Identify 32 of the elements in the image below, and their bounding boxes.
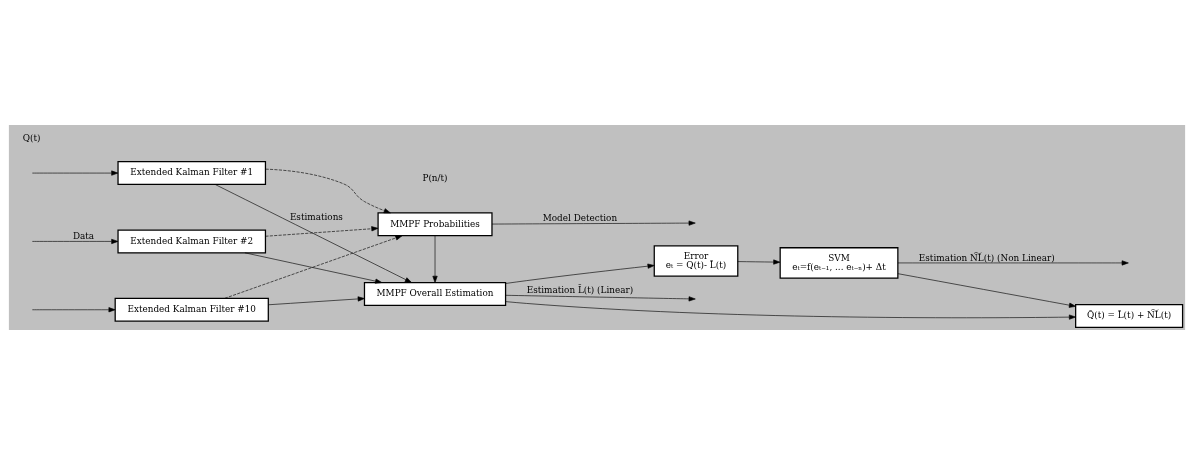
arrow — [265, 225, 379, 237]
arrow — [897, 259, 1129, 265]
node-box: MMPF Probabilities — [377, 211, 493, 236]
arrow — [268, 295, 365, 305]
arrow — [224, 234, 403, 299]
arrow — [432, 235, 438, 283]
node-box: Error eₜ = Q(t)- L̃(t) — [653, 244, 739, 277]
arrow — [32, 170, 119, 176]
arrow — [244, 252, 383, 284]
arrow — [737, 259, 781, 265]
label: Q(t) — [22, 132, 41, 143]
node-box: Extended Kalman Filter #10 — [114, 297, 269, 322]
node-box: Extended Kalman Filter #2 — [117, 228, 267, 253]
edge-label: Data — [72, 230, 95, 241]
edge-label: Estimation N͠L(t) (Non Linear) — [918, 252, 1055, 263]
edge-label: Estimation L̃(t) (Linear) — [526, 284, 634, 295]
arrow — [897, 272, 1076, 308]
label: P(n/t) — [422, 172, 448, 183]
arrow — [32, 238, 119, 244]
node-box: MMPF Overall Estimation — [363, 281, 507, 306]
edge-label: Estimations — [289, 211, 343, 222]
edge-label: Model Detection — [542, 212, 618, 223]
node-box: Q̃(t) = L̃(t) + N͠L(t) — [1075, 303, 1184, 328]
node-box: Extended Kalman Filter #1 — [117, 160, 267, 185]
node-box: SVM eₜ=f(eₜ₋₁, ... eₜ₋ₙ)+ Δt — [779, 246, 899, 279]
arrow — [505, 300, 1076, 320]
arrow — [491, 220, 696, 226]
arrow — [265, 168, 391, 213]
arrow — [32, 306, 116, 312]
arrow — [215, 183, 412, 283]
arrow — [505, 294, 696, 301]
arrow — [505, 263, 655, 284]
